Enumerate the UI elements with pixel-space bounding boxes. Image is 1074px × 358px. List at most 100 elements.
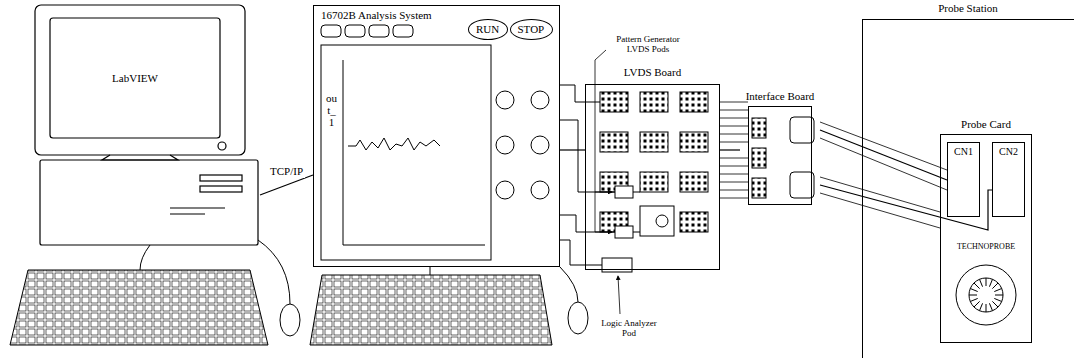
pods <box>602 186 633 272</box>
probe-needles <box>974 301 980 307</box>
computer-keyboard <box>10 240 300 345</box>
lvds-headers <box>640 172 668 192</box>
cable <box>560 149 585 150</box>
lvds-headers <box>640 206 674 236</box>
computer-keyboard <box>280 304 300 336</box>
analyzer-parts <box>393 25 413 37</box>
analyzer-keyboard <box>310 275 552 345</box>
ribbon-cable <box>720 142 748 143</box>
probe-needles <box>986 304 987 312</box>
node-text: LabVIEW <box>112 72 158 85</box>
connector: CN2 <box>992 142 1025 217</box>
lvds-headers <box>680 212 708 232</box>
ribbon-cable <box>720 134 748 135</box>
interface-connectors <box>752 148 766 168</box>
pods <box>615 226 633 238</box>
analyzer-parts <box>531 181 549 199</box>
ribbon-cable <box>720 110 748 111</box>
pod-cables <box>560 85 600 102</box>
pod-cables <box>633 232 640 233</box>
node-text: CN1 <box>954 145 973 158</box>
analyzer-parts <box>369 25 389 37</box>
interface-connectors <box>790 117 814 143</box>
interface-connectors <box>752 118 766 138</box>
node-text: Interface Board <box>746 90 815 103</box>
probe-needles <box>970 288 977 291</box>
run-button: RUN <box>468 19 508 40</box>
ribbon-cable <box>720 118 748 119</box>
analyzer-keyboard <box>568 302 588 334</box>
computer-keyboard <box>140 245 150 270</box>
computer <box>200 186 242 192</box>
ribbon-cable <box>820 193 940 228</box>
computer-keyboard <box>10 270 268 345</box>
computer <box>50 18 220 138</box>
connector: CN1 <box>947 142 980 217</box>
probe-needles <box>956 265 1016 325</box>
lvds-headers <box>680 172 708 192</box>
label: Pattern Generator LVDS Pods <box>605 34 691 54</box>
node-text: Probe Station <box>938 2 998 15</box>
computer <box>35 5 245 155</box>
lvds-headers <box>656 215 668 227</box>
probe-needles <box>995 295 1003 296</box>
leader-line <box>618 276 620 314</box>
interface-connectors <box>752 178 766 198</box>
computer <box>170 207 225 208</box>
probe-card: Probe CardCN1CN2 <box>940 118 1032 343</box>
analyzer-parts <box>348 138 440 150</box>
ribbon-cable <box>720 102 748 103</box>
lvds-board: LVDS Board <box>585 66 720 270</box>
lvds-headers <box>600 132 628 152</box>
ribbon-cable <box>720 198 748 199</box>
cable <box>820 130 947 180</box>
analyzer-parts <box>345 25 365 37</box>
node-text: CN2 <box>999 145 1018 158</box>
label: out_1 <box>326 92 337 128</box>
probe-needles <box>989 303 992 310</box>
ribbon-cable <box>720 158 748 159</box>
interface-board: Interface Board <box>740 90 820 205</box>
board-outline <box>748 106 812 205</box>
analyzer-parts <box>496 91 514 109</box>
analyzer-keyboard <box>430 267 431 275</box>
analyzer-box: 16702B Analysis SystemRUNSTOP <box>313 5 560 267</box>
leader-line <box>595 50 612 192</box>
probe-needles <box>970 298 977 301</box>
ribbon-cable <box>720 182 748 183</box>
lvds-headers <box>680 132 708 152</box>
analyzer-parts <box>321 25 549 260</box>
probe-needles <box>986 278 987 286</box>
probe-needles <box>992 301 998 307</box>
lvds-headers <box>600 92 628 112</box>
probe-needles <box>989 279 992 286</box>
node-text: LVDS Board <box>624 66 681 79</box>
cable <box>260 175 313 195</box>
node-text: 16702B Analysis System <box>321 9 432 22</box>
board-outline <box>585 84 720 270</box>
probe-needles <box>992 283 998 289</box>
ribbon-cable <box>720 126 748 127</box>
probe-needles <box>969 278 1003 312</box>
edge-label: TCP/IP <box>268 165 305 178</box>
ribbon-cable <box>820 177 940 212</box>
probe-needles <box>994 298 1001 301</box>
leader-line <box>595 50 620 314</box>
ribbon-cable <box>720 102 947 228</box>
ribbon-cable <box>720 174 748 175</box>
analyzer-parts <box>496 136 514 154</box>
pod-cables <box>560 85 640 265</box>
stop-button: STOP <box>510 19 553 40</box>
probe-needles <box>979 279 982 286</box>
pods <box>615 186 633 198</box>
probe-needles <box>994 288 1001 291</box>
lvds-headers <box>600 92 708 236</box>
probe-station: Probe StationProbe CardCN1CN2 <box>862 2 1074 358</box>
pod-cables <box>560 240 602 265</box>
computer-keyboard <box>258 240 290 304</box>
label: TECHNOPROBE <box>957 240 1015 253</box>
analyzer-parts <box>496 181 514 199</box>
